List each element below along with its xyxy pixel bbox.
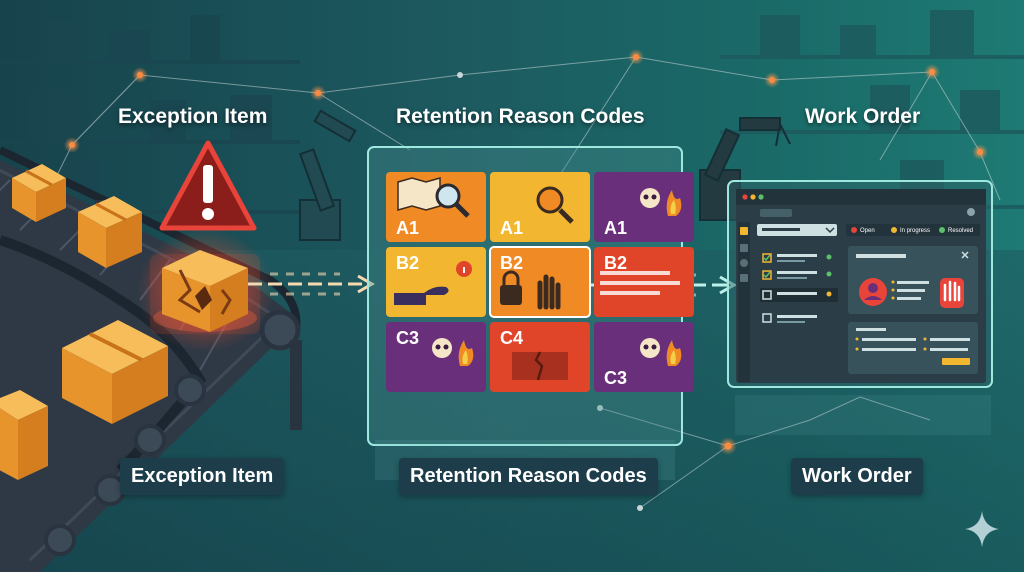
reason-code-tile: B2 (594, 247, 694, 317)
skull-fire-icon (640, 188, 682, 216)
reason-code-label: A1 (604, 218, 627, 238)
flow-arrow-left (248, 272, 376, 296)
cardboard-box-2 (78, 196, 142, 268)
cardboard-box-1 (12, 164, 66, 222)
warning-triangle-icon (159, 140, 257, 231)
hand-info-icon (394, 261, 472, 305)
magnifier-icon (536, 186, 574, 224)
status-pill-label: In progress (900, 228, 930, 234)
caption-exception-item: Exception Item (120, 458, 285, 495)
reason-code-tile: B2 (386, 247, 486, 317)
status-pill-label: Open (860, 228, 875, 234)
reason-code-label: C4 (500, 328, 523, 348)
robot-arm-left (298, 109, 357, 241)
cardboard-box-4 (0, 390, 48, 480)
skull-fire-icon (640, 338, 682, 366)
damaged-exception-box (137, 228, 273, 352)
reason-code-tile: A1 (490, 172, 590, 242)
list-icon (600, 271, 680, 295)
heading-work-order: Work Order (805, 105, 921, 128)
reason-code-tile: C3 (594, 322, 694, 392)
work-order-detail-card (848, 246, 978, 314)
caption-work-order: Work Order (791, 458, 923, 495)
window-maximize-dot (758, 194, 764, 200)
reason-code-label: A1 (500, 218, 523, 238)
reason-code-label: C3 (396, 328, 419, 348)
shelving-right (720, 10, 1024, 209)
lock-hand-icon (500, 270, 561, 310)
work-order-summary-card (848, 322, 978, 374)
reason-code-tile: A1 (386, 172, 486, 242)
crossbones-fire-icon (432, 338, 474, 366)
stop-hand-icon (940, 278, 964, 308)
reason-code-label: A1 (396, 218, 419, 238)
cardboard-box-3 (62, 320, 168, 424)
reason-code-tile: A1 (594, 172, 694, 242)
status-pill-label: Resolved (948, 228, 973, 234)
caption-retention-reason-codes: Retention Reason Codes (399, 458, 658, 495)
status-pill-resolved[interactable]: Resolved (939, 227, 973, 234)
reason-code-label: B2 (396, 253, 419, 273)
status-pill-in-progress[interactable]: In progress (891, 227, 930, 234)
status-pill-open[interactable]: Open (851, 227, 875, 234)
reason-code-label: B2 (500, 253, 523, 273)
broken-box-icon (512, 351, 568, 381)
sparkle-icon (965, 511, 999, 547)
heading-exception-item: Exception Item (118, 105, 268, 128)
reason-code-label: B2 (604, 253, 627, 273)
work-order-window (727, 180, 993, 435)
work-order-task-list (760, 253, 838, 323)
heading-retention-reason-codes: Retention Reason Codes (396, 105, 645, 128)
reason-code-tile: B2 (489, 246, 591, 318)
window-minimize-dot (750, 194, 756, 200)
reason-code-tile: C4 (490, 322, 590, 392)
map-search-icon (397, 177, 470, 218)
reason-code-label: C3 (604, 368, 627, 388)
network-nodes (64, 49, 988, 511)
reason-code-tile: C3 (386, 322, 486, 392)
window-close-dot (742, 194, 748, 200)
